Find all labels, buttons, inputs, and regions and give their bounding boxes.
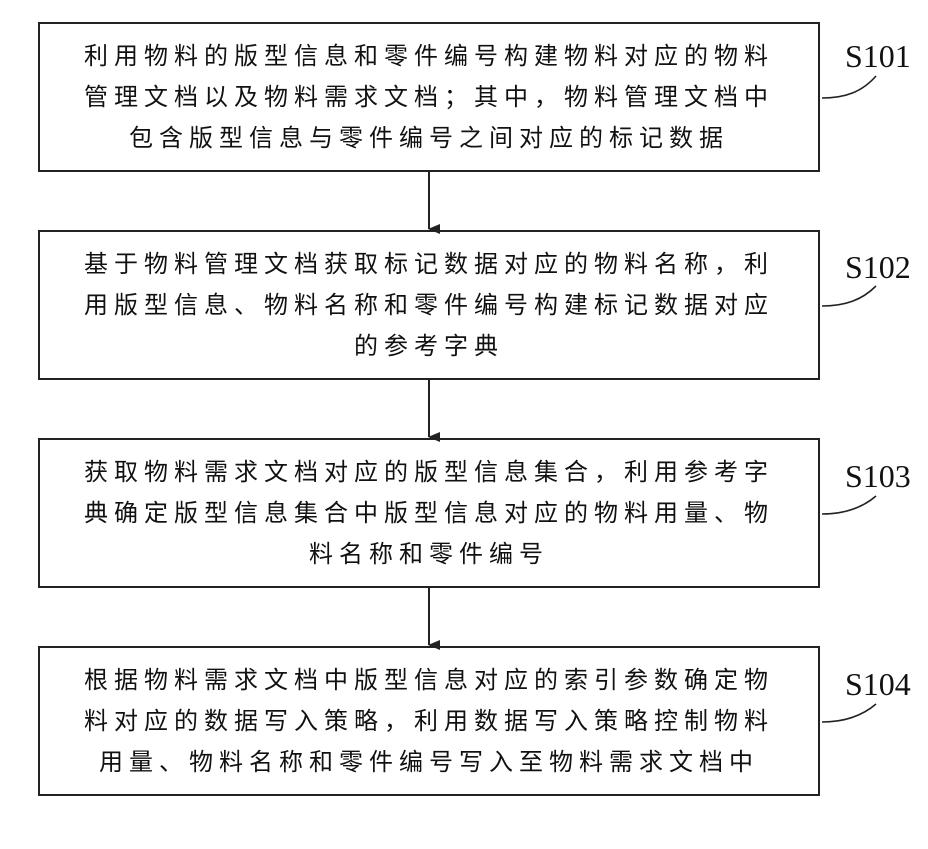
label-leader-s103 (822, 496, 876, 514)
label-leader-s101 (822, 76, 876, 98)
label-leader-s102 (822, 286, 876, 306)
label-leader-s104 (822, 704, 876, 722)
